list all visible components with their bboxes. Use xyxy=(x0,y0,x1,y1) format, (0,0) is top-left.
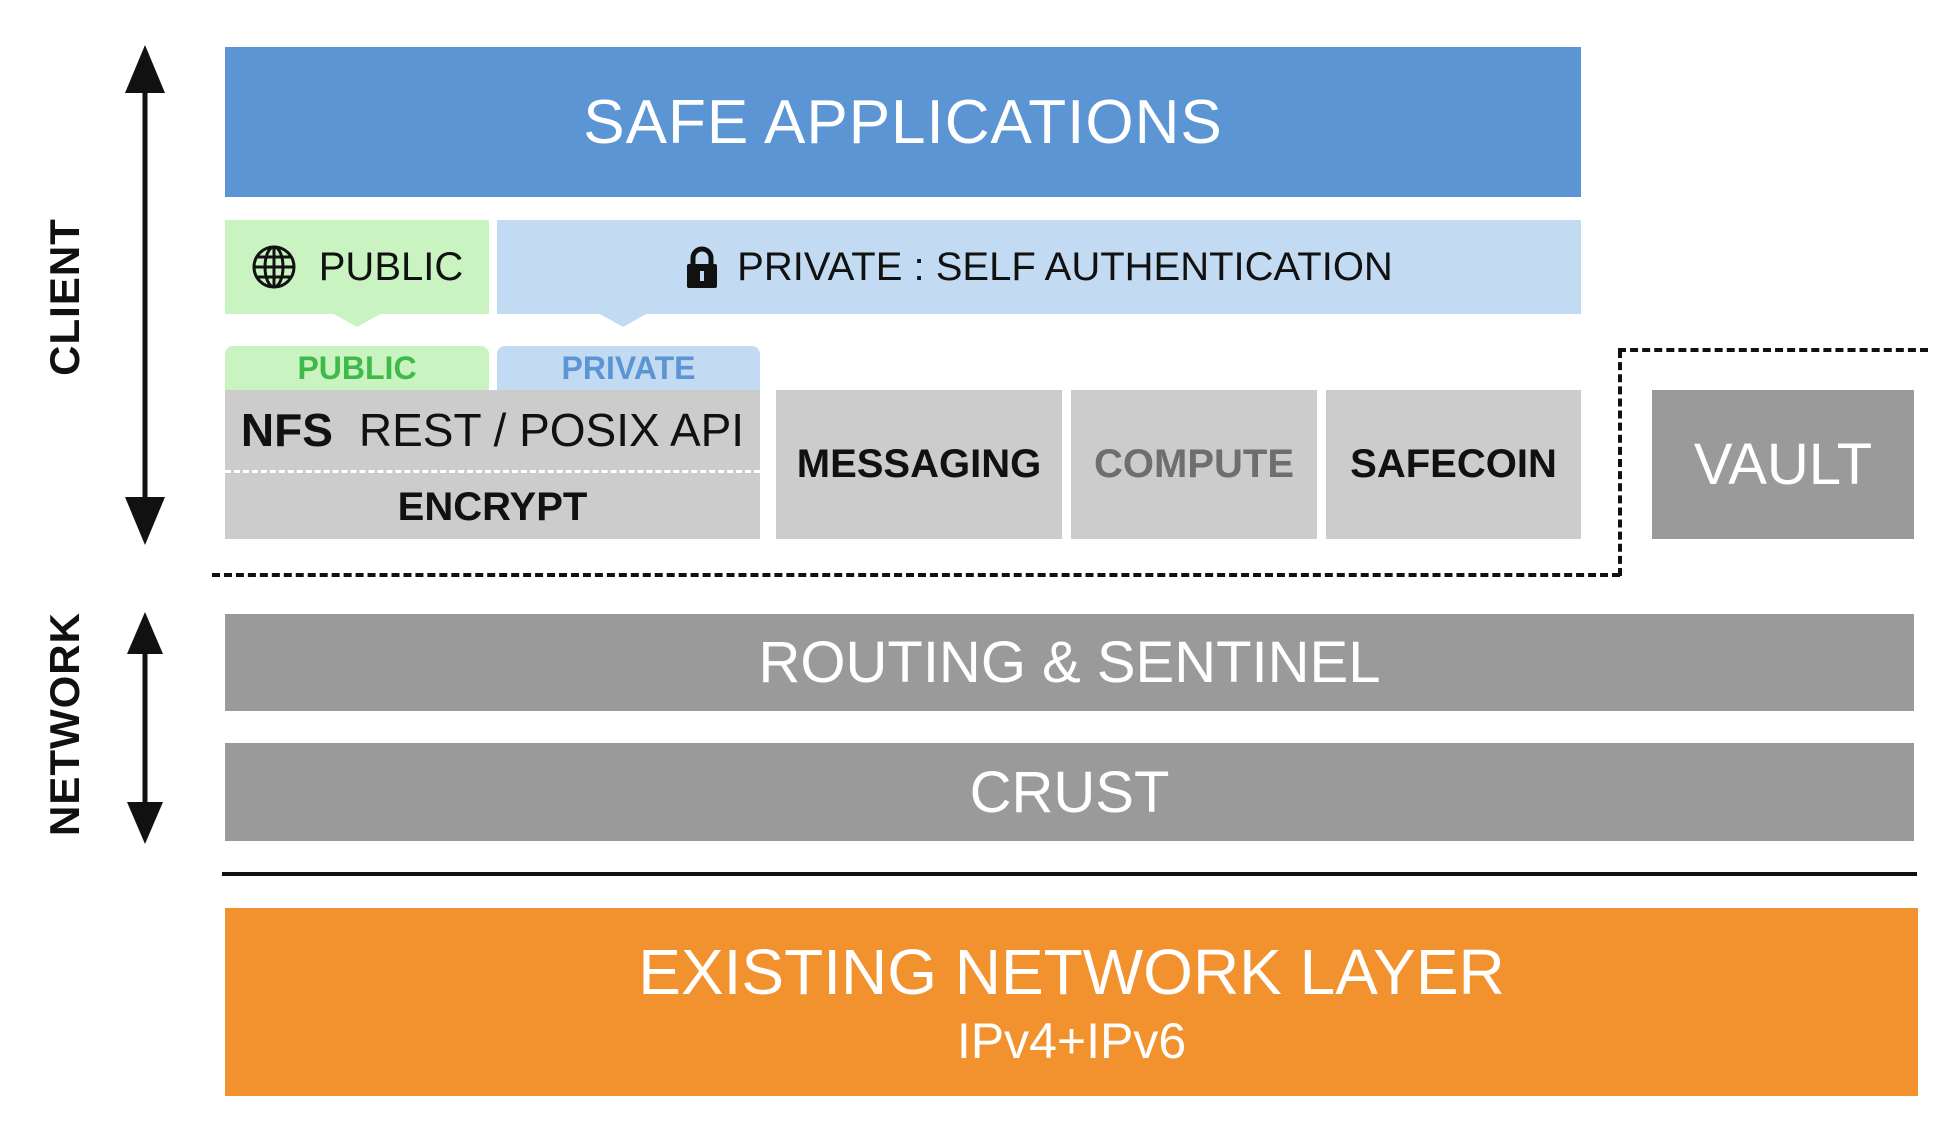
public-bar-label: PUBLIC xyxy=(318,244,464,289)
compute-block: COMPUTE xyxy=(1071,390,1317,539)
nfs-api-row: NFS REST / POSIX API xyxy=(225,396,760,464)
crust-label: CRUST xyxy=(969,759,1170,825)
crust-layer: CRUST xyxy=(225,743,1914,841)
compute-label: COMPUTE xyxy=(1094,442,1294,486)
public-tab: PUBLIC xyxy=(225,346,489,390)
private-auth-label: PRIVATE : SELF AUTHENTICATION xyxy=(737,244,1393,289)
nfs-encrypt-divider xyxy=(225,470,760,473)
routing-sentinel-layer: ROUTING & SENTINEL xyxy=(225,614,1914,711)
network-double-arrow xyxy=(127,612,163,844)
client-double-arrow xyxy=(125,45,165,545)
client-boundary-top-right xyxy=(1618,348,1928,352)
client-label: CLIENT xyxy=(41,218,88,376)
existing-network-label: EXISTING NETWORK LAYER xyxy=(638,936,1505,1008)
public-tab-label: PUBLIC xyxy=(297,349,417,386)
nfs-block xyxy=(225,390,760,539)
ip-versions-label: IPv4+IPv6 xyxy=(956,1013,1187,1069)
routing-sentinel-label: ROUTING & SENTINEL xyxy=(758,630,1381,695)
private-auth-bar: PRIVATE : SELF AUTHENTICATION xyxy=(497,220,1581,314)
messaging-block: MESSAGING xyxy=(776,390,1062,539)
nfs-label: NFS xyxy=(240,404,333,456)
lock-icon xyxy=(687,246,718,288)
private-tab-label: PRIVATE xyxy=(561,349,696,386)
safe-applications-layer: SAFE APPLICATIONS xyxy=(225,47,1581,197)
existing-network-layer: EXISTING NETWORK LAYER IPv4+IPv6 xyxy=(225,908,1918,1096)
messaging-label: MESSAGING xyxy=(796,442,1042,486)
encrypt-label: ENCRYPT xyxy=(397,484,588,529)
private-bar-pointer xyxy=(598,313,648,327)
client-boundary-bottom xyxy=(212,573,1620,577)
public-bar-pointer xyxy=(332,313,382,327)
network-separator-line xyxy=(222,872,1917,876)
safecoin-block: SAFECOIN xyxy=(1326,390,1581,539)
safecoin-label: SAFECOIN xyxy=(1350,442,1557,486)
client-boundary-right xyxy=(1618,350,1622,576)
safe-applications-label: SAFE APPLICATIONS xyxy=(583,87,1223,157)
vault-block: VAULT xyxy=(1652,390,1914,539)
network-label: NETWORK xyxy=(41,612,88,836)
public-bar: PUBLIC xyxy=(225,220,489,314)
private-tab: PRIVATE xyxy=(497,346,760,390)
globe-icon xyxy=(252,245,296,289)
rest-posix-label: REST / POSIX API xyxy=(358,404,745,456)
vault-label: VAULT xyxy=(1693,432,1873,497)
encrypt-row: ENCRYPT xyxy=(225,478,760,536)
